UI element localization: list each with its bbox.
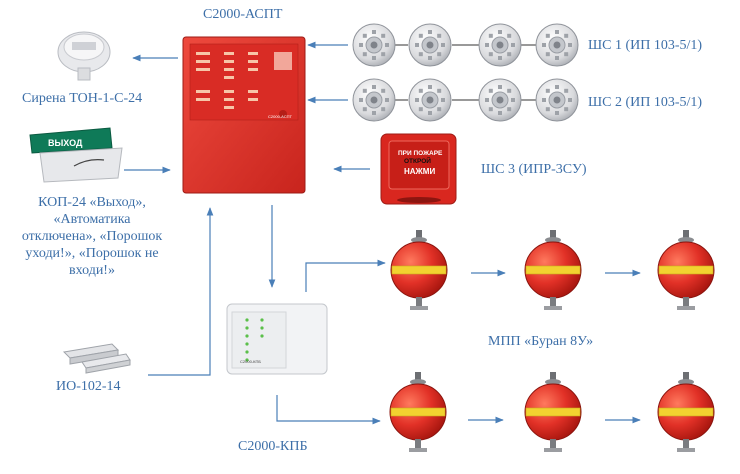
smoke-detector-icon bbox=[478, 78, 522, 122]
detector-chain-lines bbox=[395, 44, 536, 101]
arrow-kpb-to-mpp-row1 bbox=[305, 259, 386, 292]
powder-extinguisher-icon bbox=[524, 372, 582, 452]
call-point-line1: ПРИ ПОЖАРЕ bbox=[398, 150, 443, 157]
magnetic-contact-icon bbox=[62, 343, 131, 374]
kop-label-line1: КОП-24 «Выход», bbox=[38, 195, 146, 210]
panel-badge: С2000-АСПТ bbox=[268, 114, 292, 119]
powder-extinguisher-icon bbox=[657, 230, 715, 310]
smoke-detector-icon bbox=[408, 23, 452, 67]
smoke-detector-icon bbox=[535, 23, 579, 67]
smoke-detector-icon bbox=[352, 78, 396, 122]
shs1-label: ШС 1 (ИП 103-5/1) bbox=[588, 38, 703, 53]
kpb-label: С2000-КПБ bbox=[238, 439, 308, 454]
smoke-detector-icon bbox=[352, 23, 396, 67]
shs3-label: ШС 3 (ИПР-3СУ) bbox=[481, 162, 587, 177]
arrow-kpb-to-mpp-row2 bbox=[276, 395, 381, 425]
arrow-sensor-to-panel bbox=[148, 207, 214, 376]
detectors bbox=[352, 23, 579, 122]
powder-extinguisher-icon bbox=[657, 372, 715, 452]
powder-extinguisher-icon bbox=[524, 230, 582, 310]
siren-label: Сирена ТОН-1-С-24 bbox=[22, 91, 143, 106]
siren-icon bbox=[57, 31, 111, 81]
mpp-label: МПП «Буран 8У» bbox=[488, 334, 594, 349]
shs2-label: ШС 2 (ИП 103-5/1) bbox=[588, 95, 703, 110]
extinguishers bbox=[389, 230, 715, 452]
call-point-line2: ОТКРОЙ bbox=[404, 156, 431, 165]
connection-lines bbox=[124, 41, 641, 425]
kop-label-line3: отключена», «Порошок bbox=[21, 229, 163, 244]
kop-label: КОП-24 «Выход», «Автоматика отключена», … bbox=[14, 194, 170, 279]
smoke-detector-icon bbox=[478, 23, 522, 67]
kpb-module bbox=[226, 303, 328, 375]
sensor-label: ИО-102-14 bbox=[56, 379, 121, 394]
kop-label-line2: «Автоматика bbox=[53, 212, 131, 227]
exit-sign-text: ВЫХОД bbox=[48, 138, 83, 148]
powder-extinguisher-icon bbox=[389, 372, 447, 452]
panel-title: С2000-АСПТ bbox=[203, 7, 283, 22]
call-point-line3: НАЖМИ bbox=[404, 167, 435, 176]
powder-extinguisher-icon bbox=[390, 230, 448, 310]
smoke-detector-icon bbox=[408, 78, 452, 122]
light-sign-icon bbox=[29, 127, 123, 183]
smoke-detector-icon bbox=[535, 78, 579, 122]
manual-call-point-icon bbox=[380, 133, 457, 205]
kop-label-line5: входи!» bbox=[69, 263, 115, 278]
panel-s2000-aspt bbox=[182, 36, 306, 194]
kop-label-line4: уходи!», «Порошок не bbox=[25, 246, 159, 261]
kpb-badge: С2000-КПБ bbox=[240, 359, 261, 364]
